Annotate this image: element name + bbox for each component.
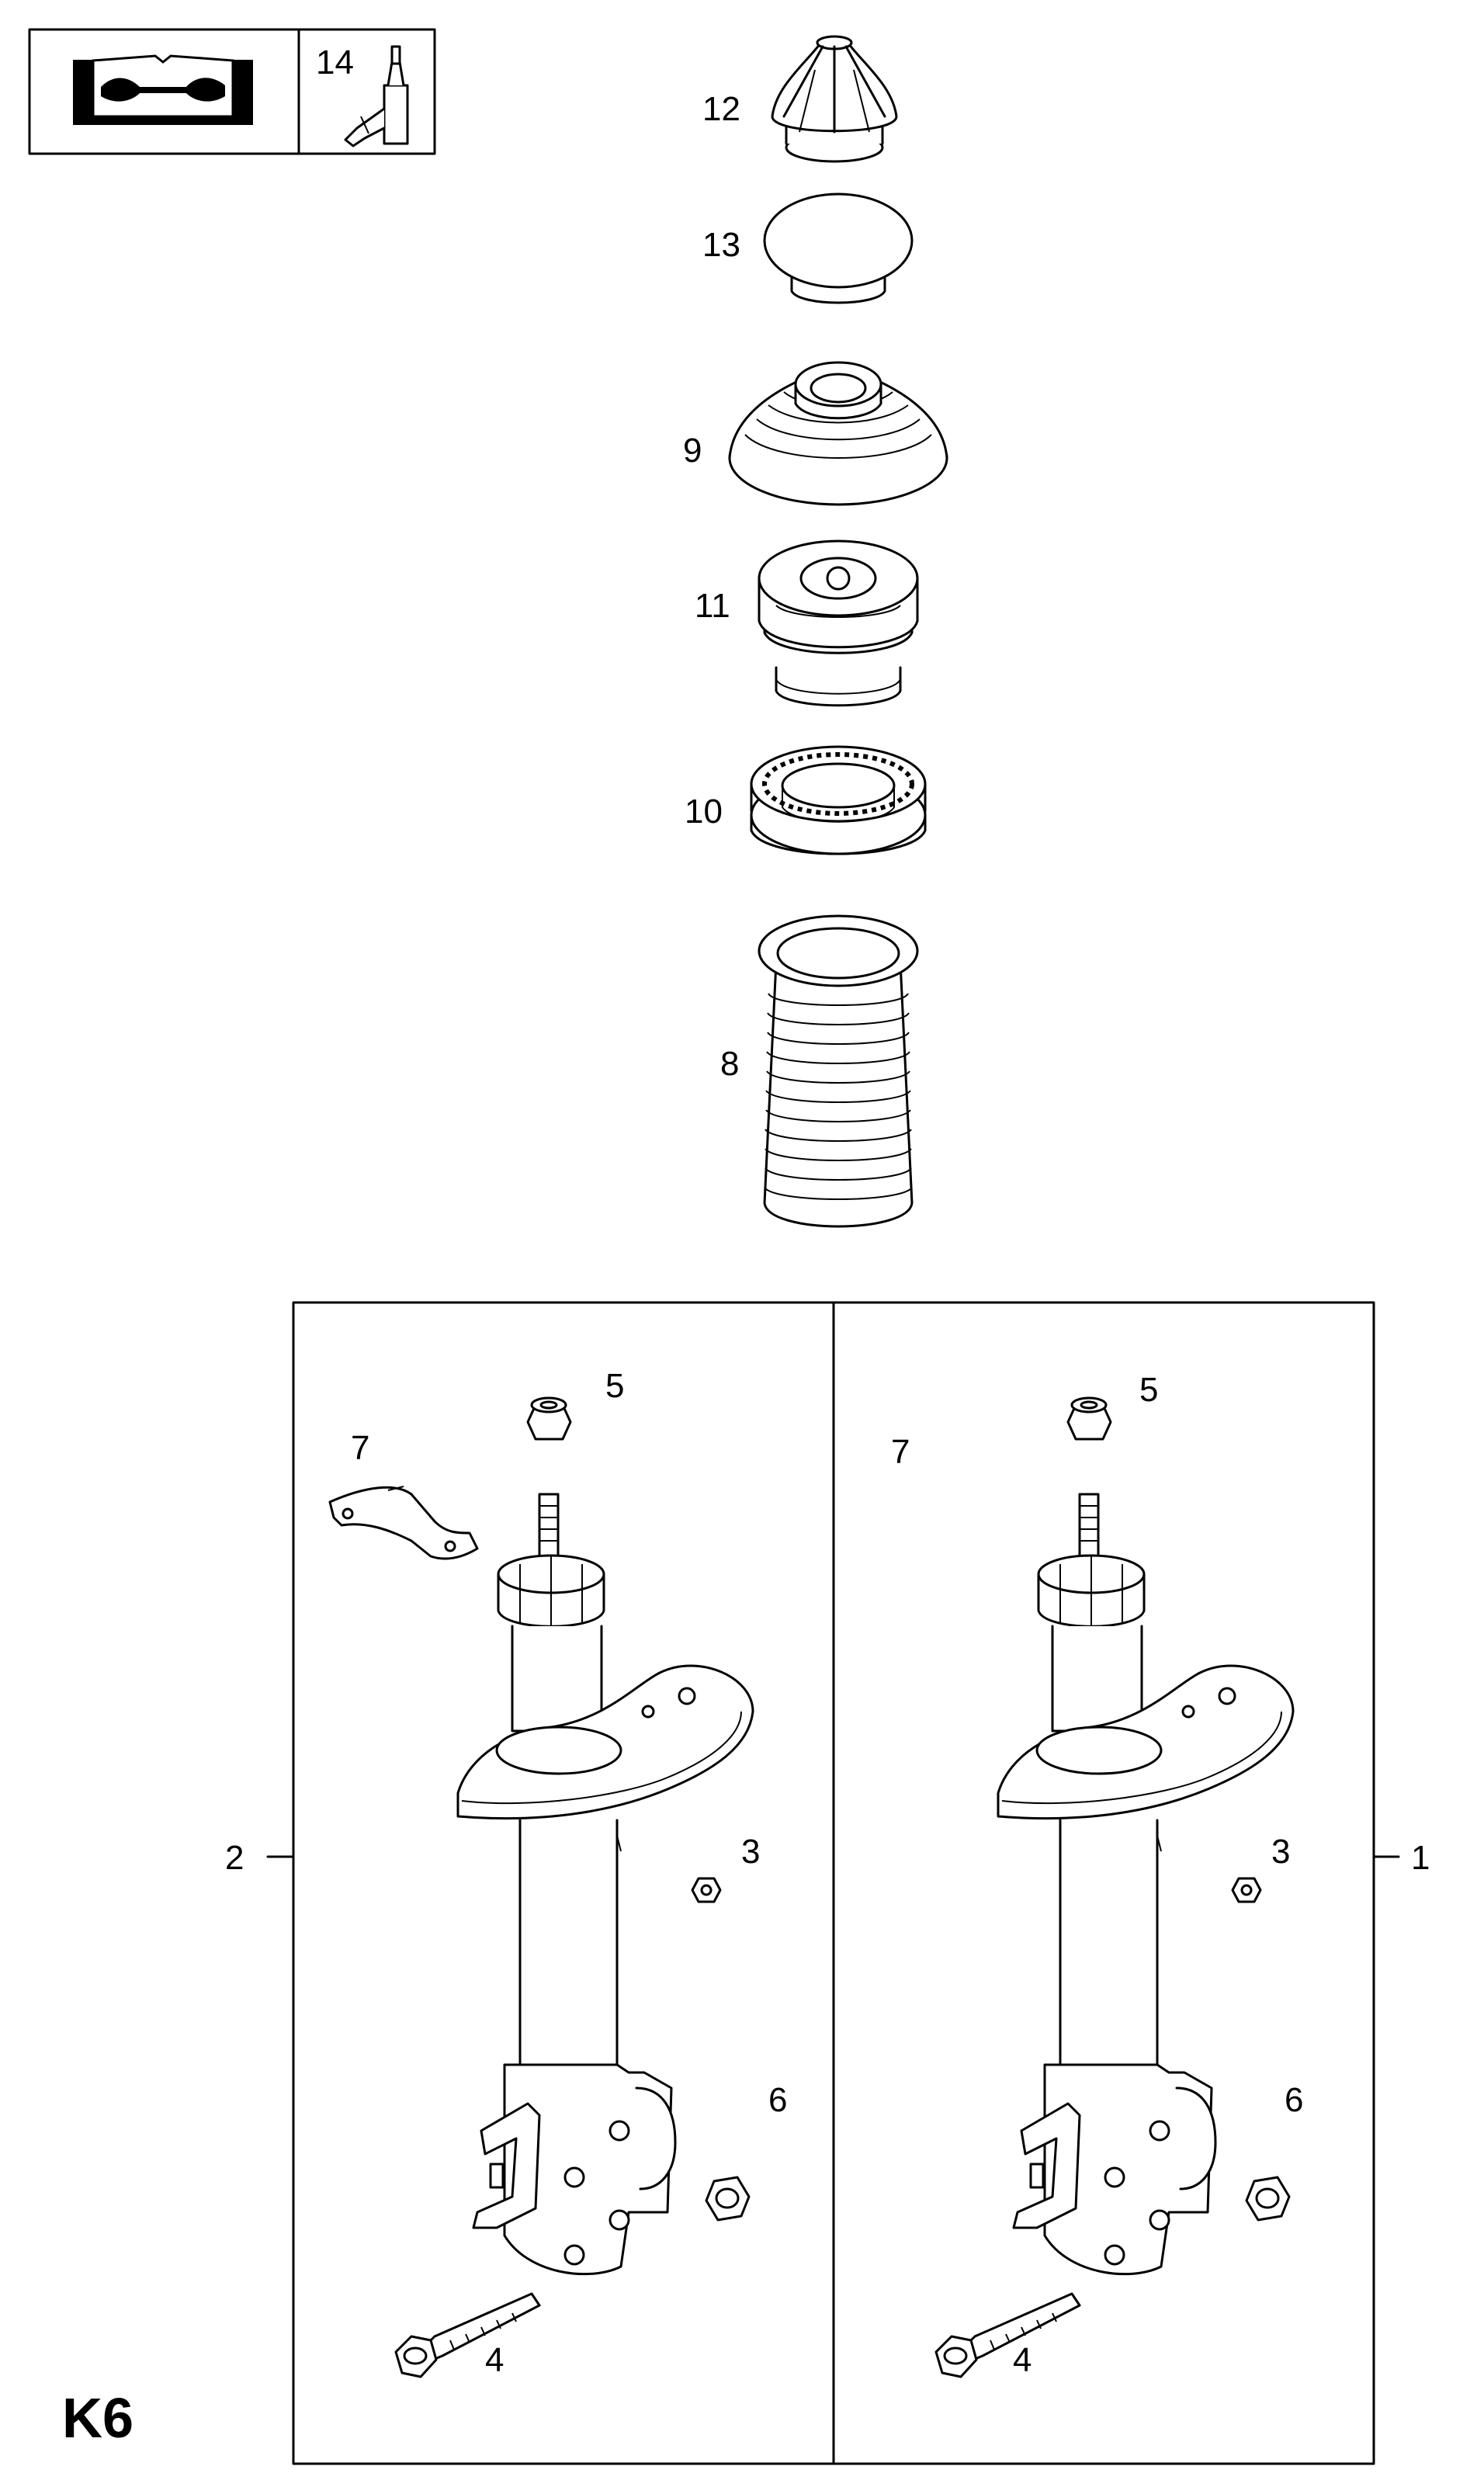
right-part-label-7: 7	[891, 1433, 910, 1471]
assembly-label-1: 1	[1411, 1839, 1430, 1877]
part-12-top-cap	[771, 35, 898, 163]
part-10-bearing	[750, 745, 927, 855]
part-11-bump-stop	[758, 539, 919, 707]
part-9-mount	[728, 361, 948, 506]
strut-assembly-left	[328, 1396, 754, 2378]
part-13-cover	[763, 193, 914, 304]
right-part-label-6: 6	[1285, 2081, 1303, 2119]
part-label-10: 10	[685, 793, 723, 831]
left-part-label-3: 3	[741, 1833, 760, 1871]
strut-assembly-right	[934, 1396, 1295, 2378]
part-8-dust-boot	[758, 914, 919, 1228]
part-label-8: 8	[720, 1045, 739, 1083]
assembly-label-2: 2	[225, 1839, 244, 1877]
header-box: 14	[28, 28, 436, 155]
right-part-label-5: 5	[1139, 1371, 1158, 1409]
manual-book-icon	[73, 54, 253, 125]
right-part-label-3: 3	[1271, 1833, 1290, 1871]
part-label-12: 12	[702, 90, 740, 128]
part-label-13: 13	[702, 226, 740, 264]
part-label-14: 14	[316, 43, 354, 82]
grease-bottle-icon	[344, 45, 409, 147]
part-7-clip	[328, 1486, 479, 1560]
left-part-label-4: 4	[485, 2341, 504, 2379]
left-part-label-5: 5	[605, 1367, 624, 1405]
left-part-label-6: 6	[768, 2081, 787, 2119]
page-code-label: K6	[62, 2388, 133, 2450]
part-label-9: 9	[683, 432, 702, 470]
left-part-label-7: 7	[351, 1429, 369, 1467]
part-label-11: 11	[695, 587, 730, 625]
right-part-label-4: 4	[1013, 2341, 1032, 2379]
